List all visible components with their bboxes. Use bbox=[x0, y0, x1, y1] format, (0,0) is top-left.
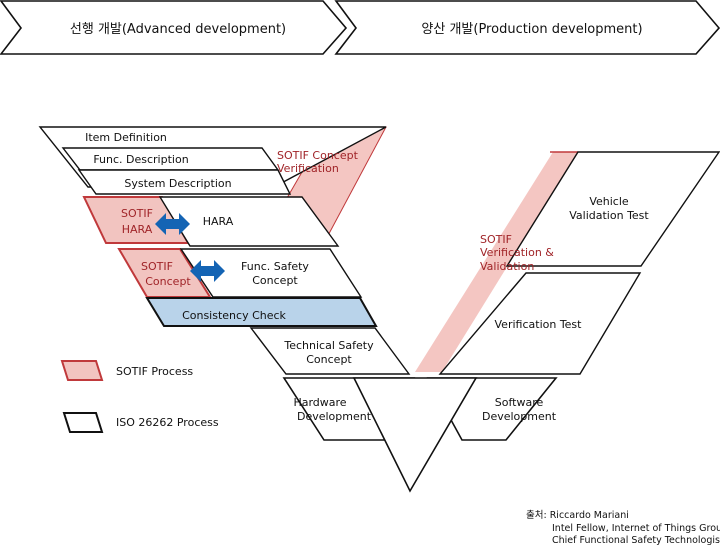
technical-safety-concept-label-line1: Technical Safety bbox=[283, 339, 374, 352]
verification-test-box bbox=[438, 272, 642, 375]
sotif-concept-verification-label-line1: SOTIF Concept bbox=[277, 149, 359, 162]
source-line3: Chief Functional Safety Technologist bbox=[552, 535, 720, 546]
sotif-hara-label-line1: SOTIF bbox=[121, 207, 153, 220]
legend-sotif-label: SOTIF Process bbox=[116, 365, 193, 378]
sotif-verification-validation-label-line1: SOTIF bbox=[480, 233, 512, 246]
hara-label: HARA bbox=[203, 215, 234, 228]
sotif-verification-validation-band bbox=[415, 152, 578, 372]
item-definition-label: Item Definition bbox=[85, 131, 167, 144]
source-label: 출처: Riccardo Mariani bbox=[526, 509, 629, 521]
legend-iso-label: ISO 26262 Process bbox=[116, 416, 219, 429]
phase-arrow-advanced bbox=[0, 0, 348, 55]
func-safety-concept-box bbox=[179, 248, 363, 298]
hardware-development-label-line2: Development bbox=[297, 410, 372, 423]
v-bottom-shape bbox=[352, 377, 478, 493]
consistency-check-label: Consistency Check bbox=[182, 309, 286, 322]
system-description-box bbox=[77, 169, 292, 195]
sotif-concept-label-line1: SOTIF bbox=[141, 260, 173, 273]
software-development-label-line2: Development bbox=[482, 410, 557, 423]
double-arrow-icon bbox=[155, 213, 190, 235]
technical-safety-concept-box bbox=[249, 327, 411, 375]
sotif-hara-label-line2: HARA bbox=[122, 223, 153, 236]
sotif-concept-verification-label-line2: Verification bbox=[277, 162, 339, 175]
consistency-check-box bbox=[145, 297, 378, 327]
func-safety-concept-label-line2: Concept bbox=[252, 274, 298, 287]
sotif-concept-label-line2: Concept bbox=[145, 275, 191, 288]
legend-iso-swatch bbox=[62, 412, 104, 433]
source-line2: Intel Fellow, Internet of Things Group bbox=[552, 523, 720, 534]
legend-sotif-swatch bbox=[60, 360, 104, 381]
vehicle-validation-test-label-line2: Validation Test bbox=[569, 209, 649, 222]
hardware-development-label-line1: Hardware bbox=[293, 396, 346, 409]
system-description-label: System Description bbox=[124, 177, 231, 190]
vehicle-validation-test-box bbox=[505, 151, 720, 267]
phase-arrow-production bbox=[334, 0, 720, 55]
func-description-label: Func. Description bbox=[93, 153, 188, 166]
sotif-verification-validation-label-line3: Validation bbox=[480, 260, 534, 273]
verification-test-label: Verification Test bbox=[495, 318, 583, 331]
vehicle-validation-test-label-line1: Vehicle bbox=[589, 195, 629, 208]
phase-label-production: 양산 개발(Production development) bbox=[421, 22, 642, 37]
sotif-verification-validation-label-line2: Verification & bbox=[480, 246, 554, 259]
technical-safety-concept-label-line2: Concept bbox=[306, 353, 352, 366]
phase-label-advanced: 선행 개발(Advanced development) bbox=[70, 21, 286, 37]
software-development-label-line1: Software bbox=[495, 396, 544, 409]
func-safety-concept-label-line1: Func. Safety bbox=[241, 260, 309, 273]
double-arrow-icon bbox=[190, 260, 225, 282]
